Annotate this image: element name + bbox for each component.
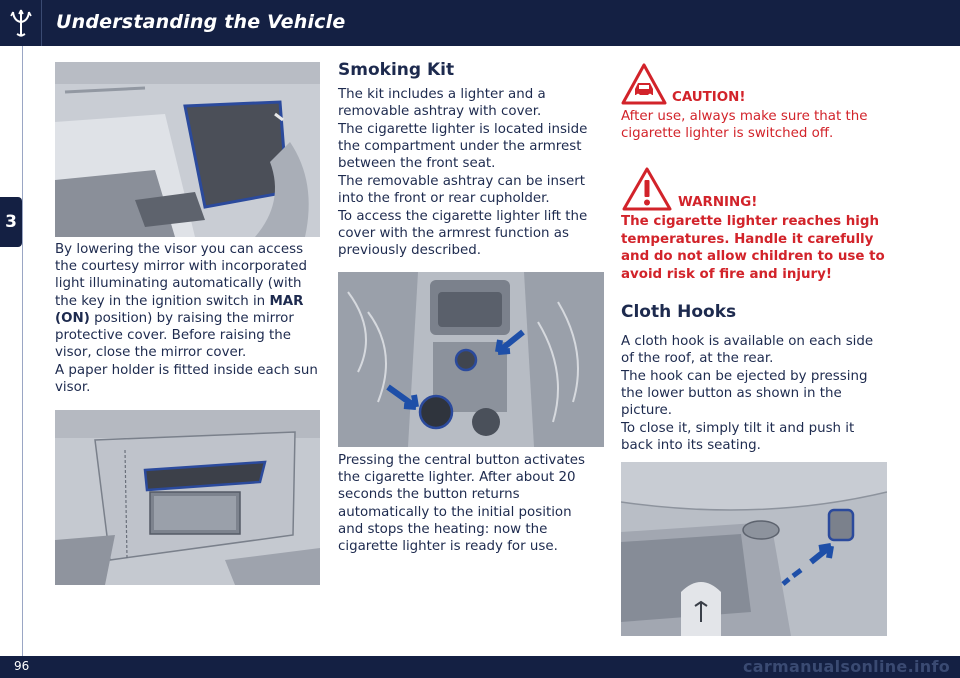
caution-car-icon	[620, 62, 668, 110]
smoking-kit-paragraph-3: The removable ashtray can be insert into…	[338, 174, 585, 207]
side-rule	[22, 46, 23, 656]
paper-holder-paragraph: A paper holder is fitted inside each sun…	[55, 363, 318, 396]
page-footer: 96 carmanualsonline.info	[0, 656, 960, 678]
cloth-hooks-paragraph-1: A cloth hook is available on each side o…	[621, 334, 874, 367]
smoking-kit-paragraph-2: The cigarette lighter is located inside …	[338, 122, 588, 172]
visor-mirror-paragraph: By lowering the visor you can access the…	[55, 242, 307, 361]
caution-text: After use, always make sure that the cig…	[621, 109, 868, 142]
smoking-kit-paragraph-4: To access the cigarette lighter lift the…	[338, 209, 588, 259]
smoking-kit-paragraph-1: The kit includes a lighter and a removab…	[338, 87, 546, 120]
page-title: Understanding the Vehicle	[56, 11, 346, 33]
lighter-operation-paragraph: Pressing the central button activates th…	[338, 453, 586, 555]
page-number: 96	[14, 659, 30, 673]
watermark: carmanualsonline.info	[742, 657, 950, 676]
warning-title: WARNING!	[678, 195, 758, 210]
caution-title: CAUTION!	[672, 90, 746, 105]
sun-visor-figure	[55, 62, 320, 237]
cloth-hook-figure	[621, 462, 887, 636]
cloth-hooks-heading: Cloth Hooks	[621, 302, 737, 322]
cloth-hooks-paragraph-3: To close it, simply tilt it and push it …	[621, 421, 855, 454]
cloth-hooks-paragraph-2: The hook can be ejected by pressing the …	[621, 369, 868, 419]
vanity-mirror-figure	[55, 410, 320, 585]
trident-logo-icon	[0, 0, 42, 46]
page-header: Understanding the Vehicle	[0, 0, 960, 46]
ignition-position-label: MAR (ON)	[55, 293, 304, 326]
chapter-tab: 3	[0, 197, 22, 247]
cigarette-lighter-figure	[338, 272, 604, 447]
warning-text: The cigarette lighter reaches high tempe…	[621, 214, 885, 282]
warning-exclamation-icon	[621, 166, 673, 216]
smoking-kit-heading: Smoking Kit	[338, 60, 455, 80]
